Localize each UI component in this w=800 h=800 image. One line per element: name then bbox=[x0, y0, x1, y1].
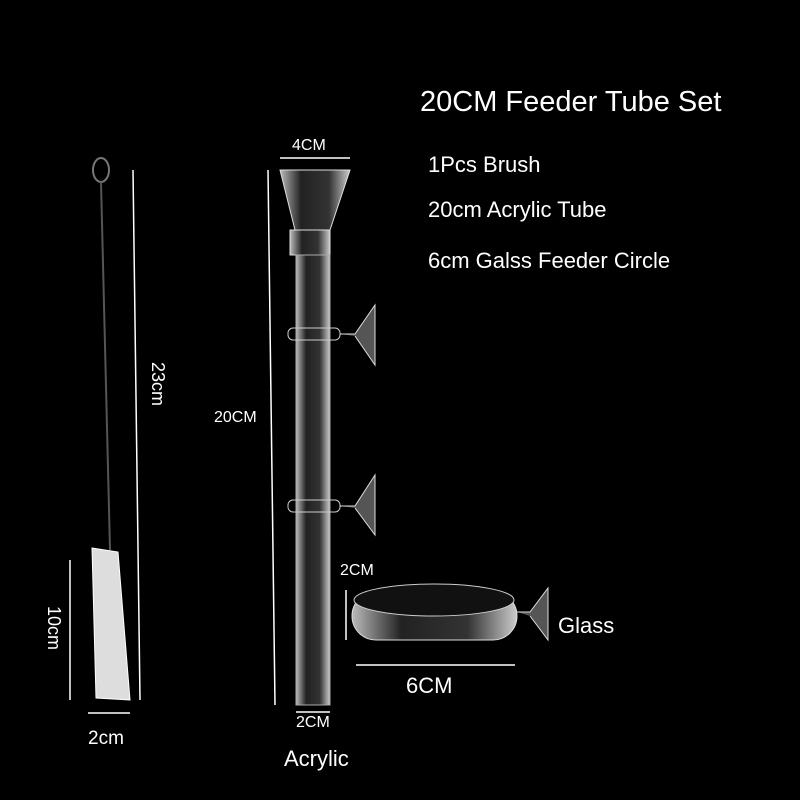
tube-material-label: Acrylic bbox=[284, 746, 349, 771]
tube-bottom-width-label: 2CM bbox=[296, 714, 330, 731]
ring-material-label: Glass bbox=[558, 613, 615, 638]
ring-height-label: 2CM bbox=[340, 562, 374, 579]
ring-dimension-lines bbox=[345, 590, 515, 666]
brush bbox=[91, 157, 131, 701]
brush-bristle-label: 10cm bbox=[44, 606, 64, 651]
glass-feeder-ring bbox=[351, 583, 549, 642]
tube-height-label: 20CM bbox=[214, 409, 257, 426]
brush-width-label: 2cm bbox=[88, 728, 124, 749]
feature-ring: 6cm Galss Feeder Circle bbox=[428, 248, 671, 273]
feature-tube: 20cm Acrylic Tube bbox=[428, 197, 607, 222]
product-title: 20CM Feeder Tube Set bbox=[420, 86, 722, 118]
acrylic-tube bbox=[279, 169, 376, 706]
brush-length-label: 23cm bbox=[148, 362, 168, 407]
ring-width-label: 6CM bbox=[406, 673, 453, 698]
brush-dimension-lines bbox=[69, 169, 141, 714]
tube-top-width-label: 4CM bbox=[292, 137, 326, 154]
tube-dimension-lines bbox=[267, 157, 350, 713]
feature-brush: 1Pcs Brush bbox=[428, 152, 541, 177]
